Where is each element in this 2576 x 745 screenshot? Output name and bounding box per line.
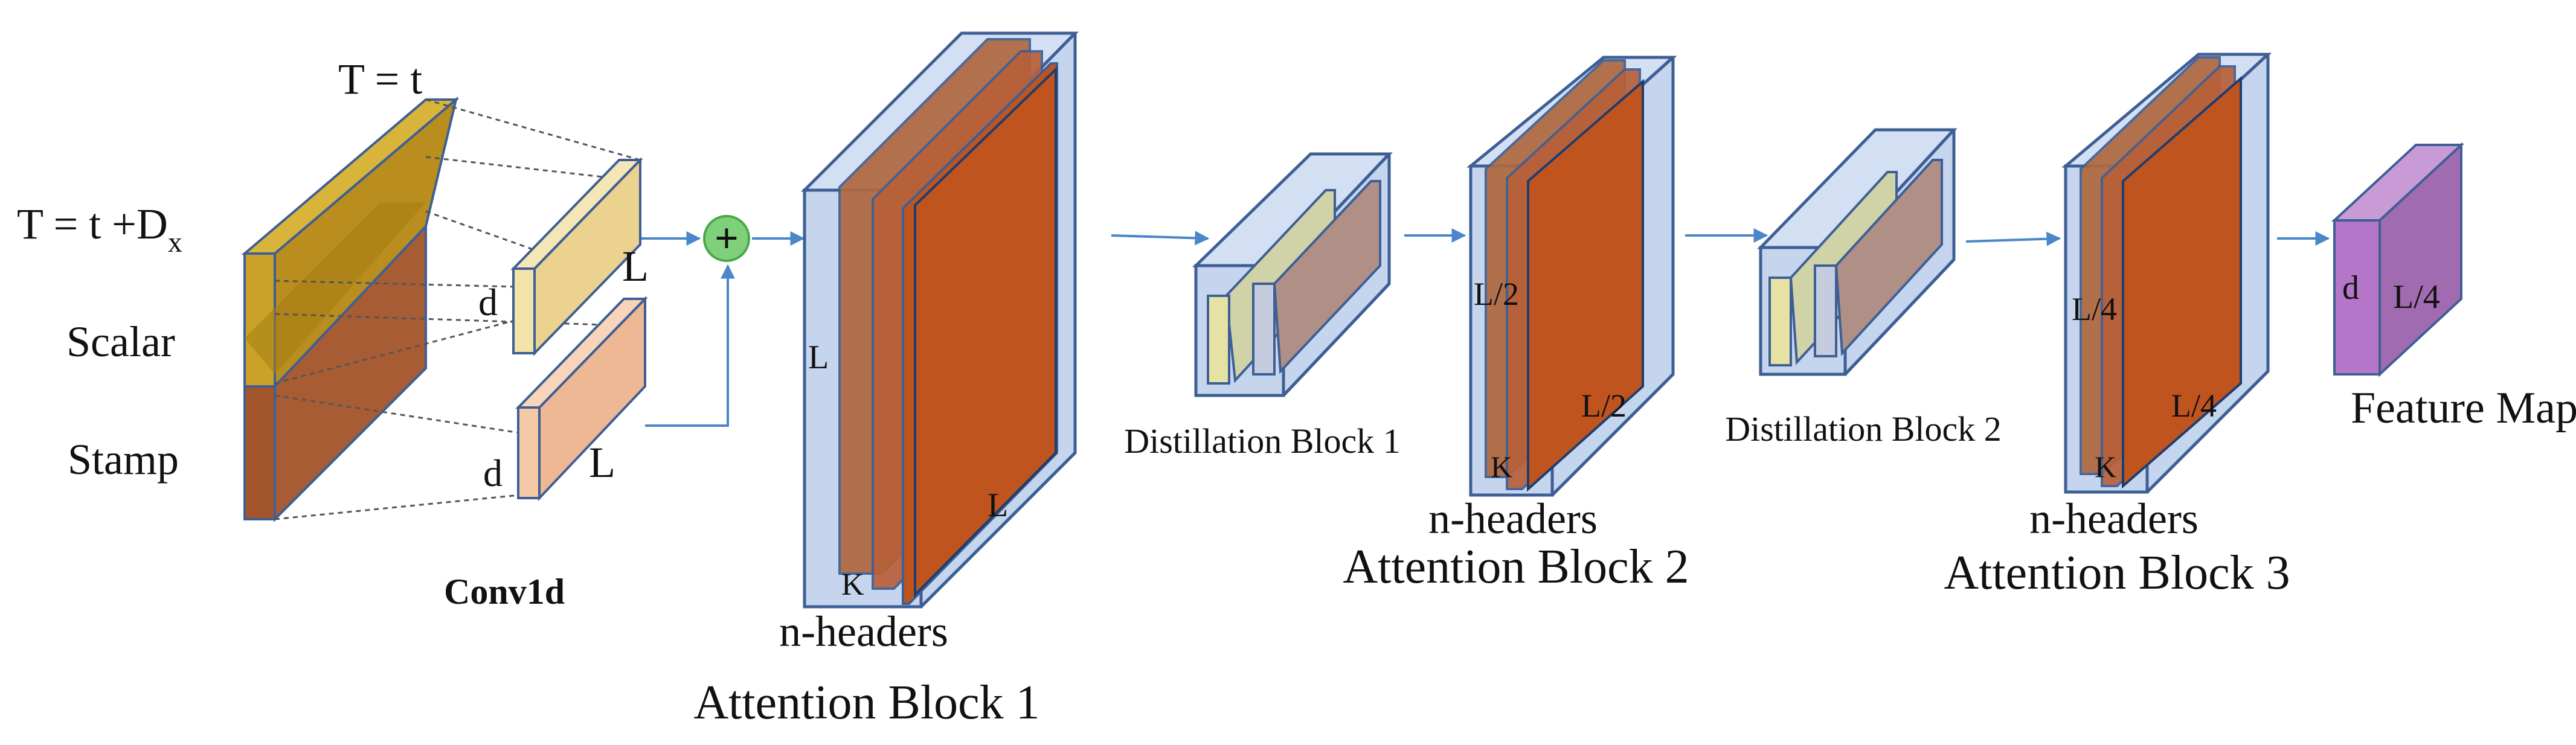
plus-symbol: + [715, 216, 739, 262]
distill-2-edge [1844, 258, 1955, 376]
input-block: T = t T = t +Dx Scalar Stamp [17, 55, 641, 522]
label-t-dx-main: T = t +D [17, 200, 168, 248]
distill-1-edge [1282, 283, 1390, 397]
attention-3-line2: Attention Block 3 [1944, 546, 2290, 600]
conv1d-label: Conv1d [444, 572, 565, 612]
conv1d-bottom-cap [515, 298, 648, 409]
label-t: T = t [338, 55, 422, 103]
conv1d-bottom-L: L [589, 438, 615, 487]
arrow-att1-to-distill1 [1111, 231, 1210, 246]
scalar-inner-shade [245, 202, 426, 374]
distill-1-yellow-front [1207, 295, 1230, 385]
label-scalar: Scalar [66, 318, 175, 366]
conv1d-bottom: d L [483, 296, 648, 502]
plus-circle [703, 215, 750, 262]
attention-1-line1: n-headers [779, 607, 948, 656]
attention-2-line2: Attention Block 2 [1343, 540, 1689, 593]
plus-node: + [703, 215, 750, 262]
attention-3-L-left: L/4 [2072, 291, 2117, 327]
attention-3-line1: n-headers [2029, 494, 2199, 543]
attention-2-edge [1551, 373, 1674, 496]
conv1d-bottom-d: d [483, 452, 503, 494]
distill-2-brown-front [1814, 264, 1837, 357]
conv1d-bottom-front [517, 406, 541, 499]
feature-map: d L/4 Feature Map [2331, 142, 2576, 433]
conv1d-top: d L [478, 157, 649, 356]
attention-3-L-right: L/4 [2171, 388, 2217, 424]
distill-2-brown-side [1834, 159, 1943, 356]
attention-1-edge [920, 452, 1076, 608]
attention-3-K: K [2095, 450, 2116, 484]
attention-block-1: L L K n-headers Attention Block 1 [693, 31, 1079, 729]
distillation-block-2: Distillation Block 2 [1725, 128, 2002, 449]
attention-3-edge [2146, 370, 2269, 493]
feature-map-d: d [2342, 269, 2359, 307]
attention-2-line1: n-headers [1428, 494, 1598, 543]
attention-2-K: K [1491, 450, 1512, 484]
feature-map-front [2333, 219, 2381, 376]
conv1d-top-d: d [478, 281, 498, 324]
attention-1-L-left: L [808, 339, 829, 376]
stamp-prism-front [243, 385, 276, 520]
label-t-dx-sub: x [168, 226, 182, 258]
attention-1-K: K [841, 568, 864, 602]
distill-2-label: Distillation Block 2 [1725, 409, 2002, 449]
arrow-distill2-to-att3 [1965, 231, 2061, 246]
label-t-dx: T = t +Dx [17, 200, 182, 258]
attention-2-L-right: L/2 [1581, 388, 1627, 424]
conv1d-top-front [512, 267, 536, 354]
distillation-block-1: Distillation Block 1 [1124, 152, 1401, 461]
distill-1-label: Distillation Block 1 [1124, 421, 1401, 461]
attention-3-head-3-face [2122, 75, 2242, 489]
feature-map-label: Feature Map [2351, 383, 2576, 433]
conv1d-top-L: L [622, 242, 649, 290]
label-stamp: Stamp [68, 435, 179, 484]
distill-1-brown-side [1273, 180, 1381, 374]
attention-block-2: L/2 L/2 K n-headers Attention Block 2 [1343, 56, 1689, 593]
attention-2-head-3-face [1527, 78, 1644, 492]
feature-map-L: L/4 [2393, 278, 2440, 316]
attention-2-L-left: L/2 [1474, 276, 1519, 312]
conv1d-top-cap [510, 159, 643, 270]
attention-1-line2: Attention Block 1 [693, 676, 1039, 729]
attention-block-3: L/4 L/4 K n-headers Attention Block 3 [1944, 53, 2290, 600]
distill-1-brown-front [1252, 283, 1276, 376]
attention-1-head-3-face [914, 66, 1057, 598]
distill-2-yellow-front [1768, 277, 1792, 366]
connectors-to-plus [641, 231, 805, 427]
attention-1-L-right: L [988, 487, 1008, 524]
